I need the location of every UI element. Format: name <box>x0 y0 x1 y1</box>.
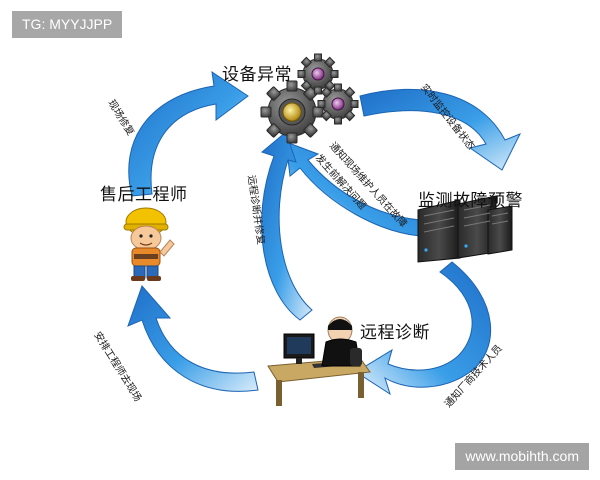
engineer-icon <box>123 207 175 281</box>
gears-icon <box>260 53 359 144</box>
watermark-top-left: TG: MYYJJPP <box>12 11 123 38</box>
node-label-after-sales-engineer: 售后工程师 <box>100 185 188 205</box>
server-rack-icon <box>417 195 513 263</box>
node-label-equipment-fault: 设备异常 <box>222 65 292 85</box>
arrow-remote-to-engineer <box>127 285 259 392</box>
arrow-gears-to-monitor <box>359 88 522 171</box>
remote-operator-icon <box>267 316 371 406</box>
arrow-engineer-to-gears <box>128 70 249 197</box>
arrow-monitor-to-remote <box>355 261 492 396</box>
watermark-bottom-right: www.mobihth.com <box>455 443 589 470</box>
node-label-remote-diagnosis: 远程诊断 <box>360 323 430 343</box>
node-label-monitor-fault-warning: 监测故障预警 <box>418 191 523 211</box>
